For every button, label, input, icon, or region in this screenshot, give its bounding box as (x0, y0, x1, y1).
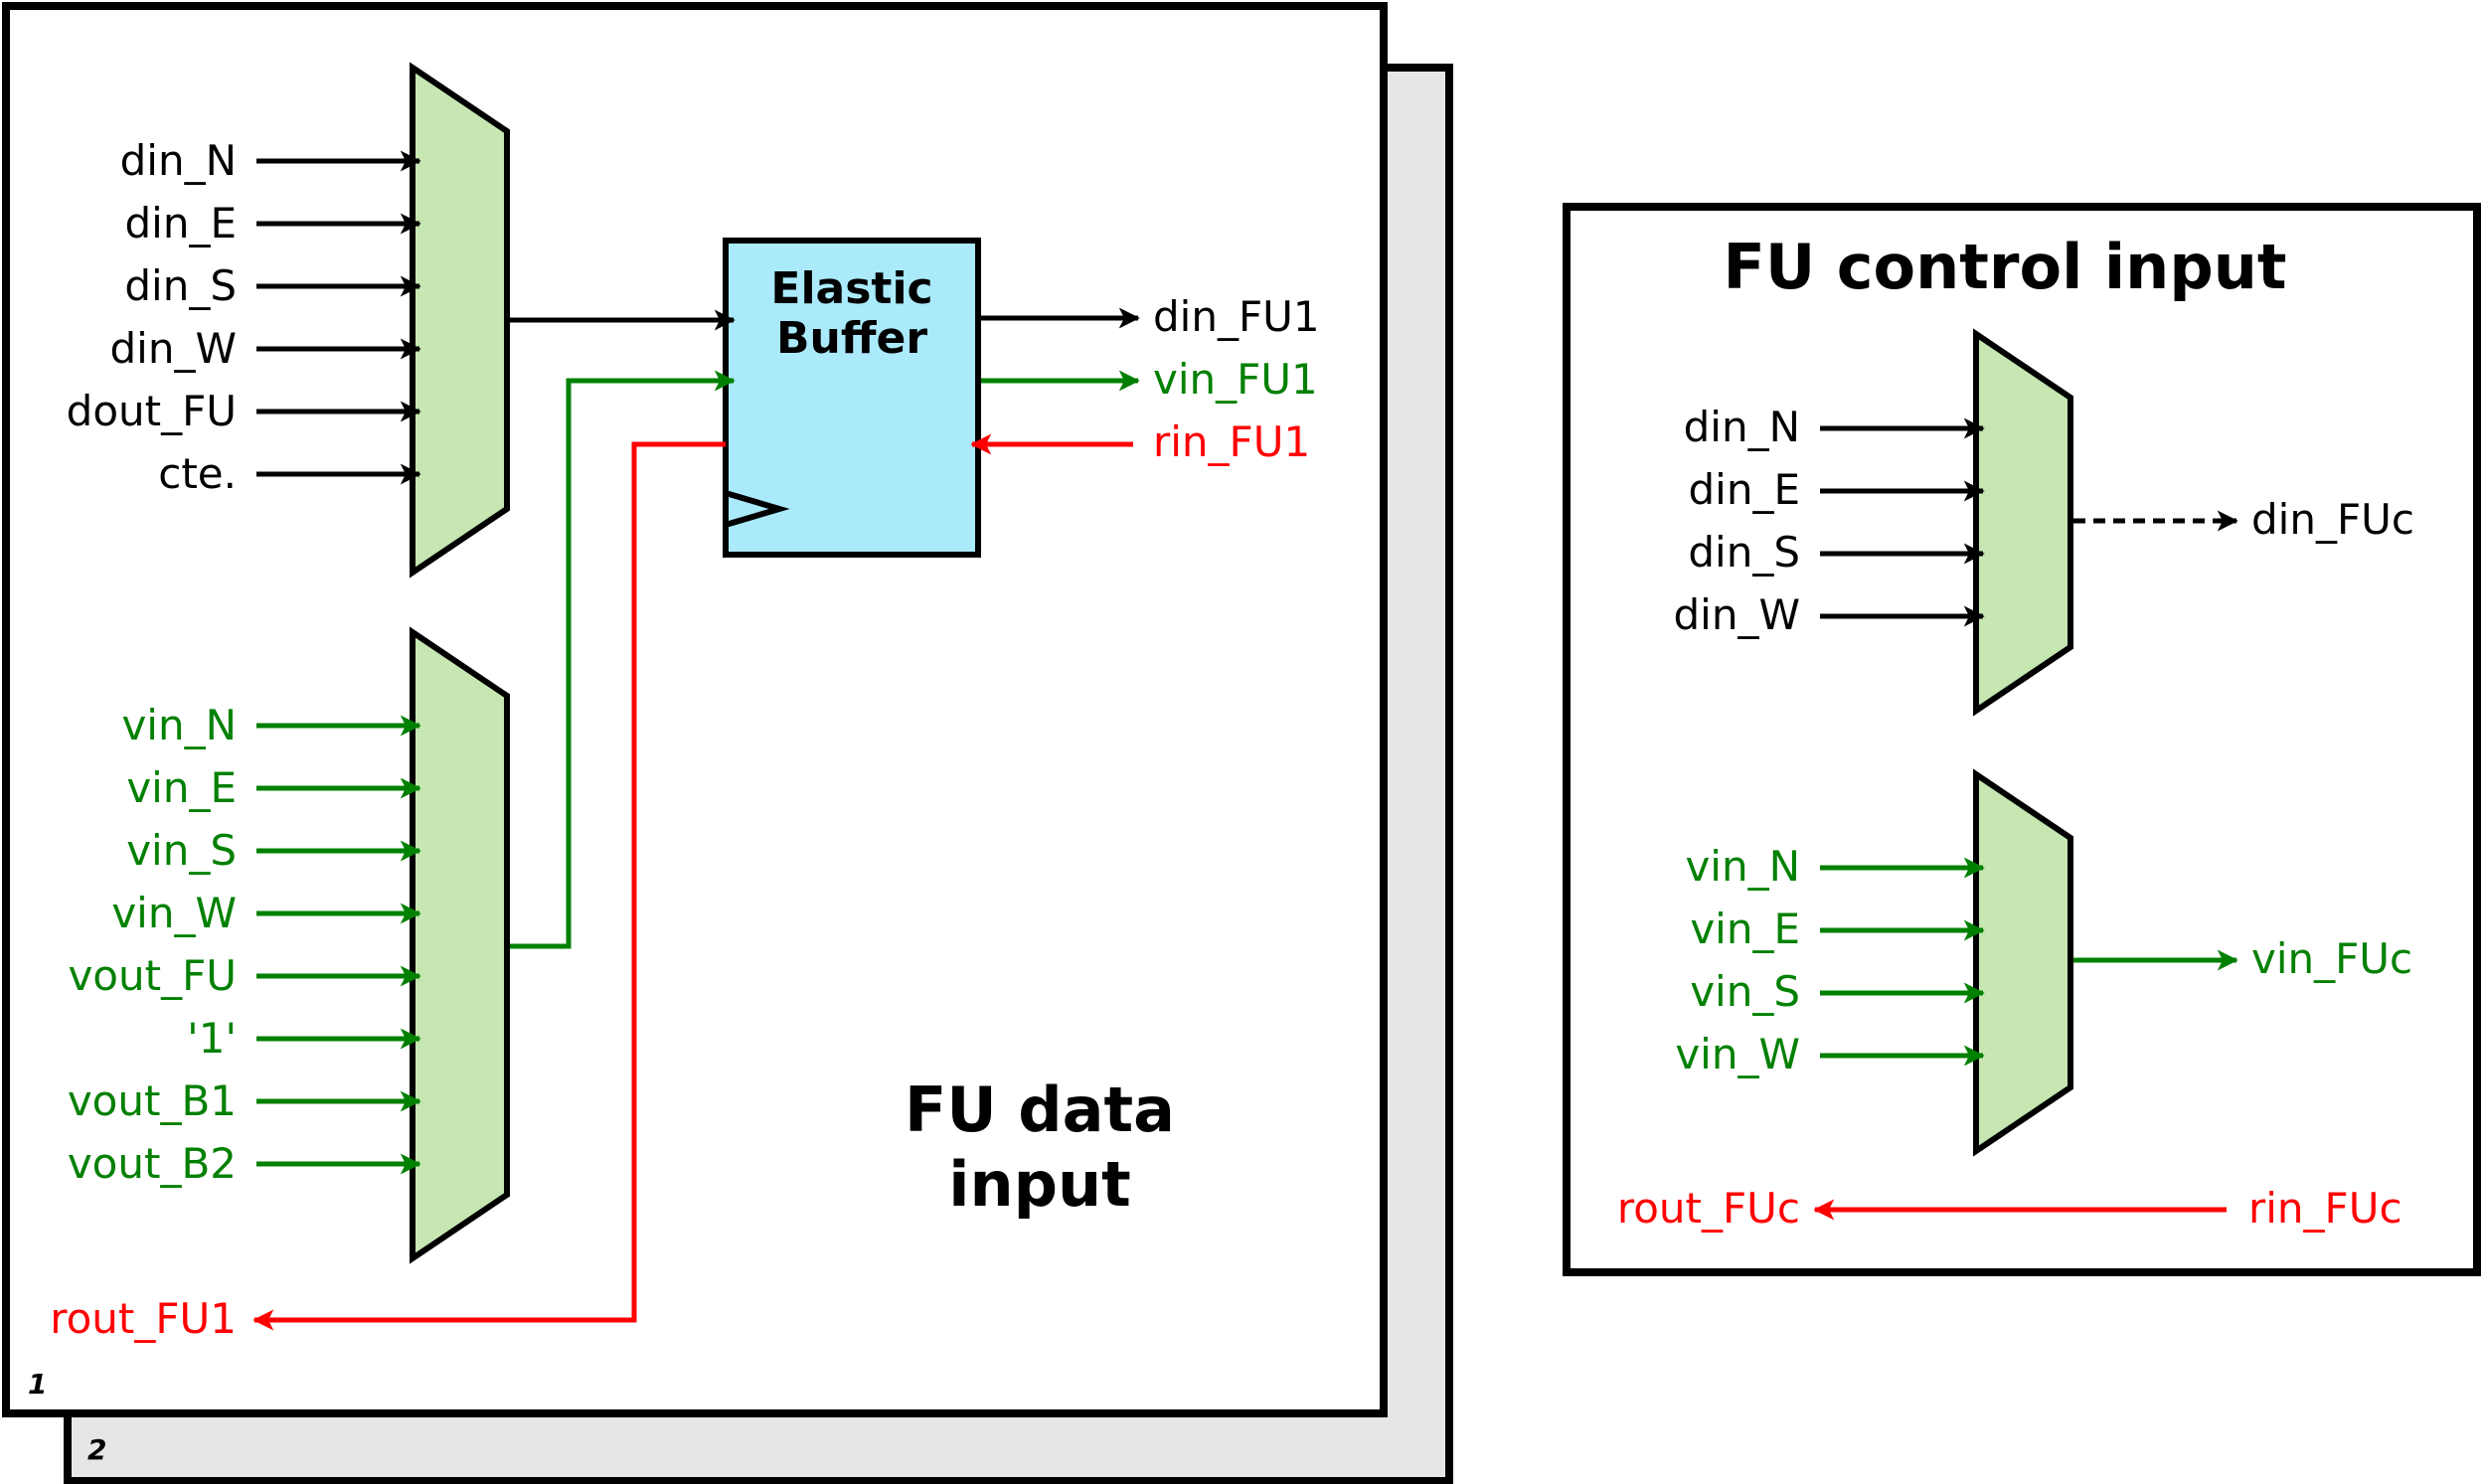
control-data-output-label: din_FUc (2251, 495, 2414, 544)
fu-data-input-title-line2: input (948, 1148, 1131, 1221)
valid-input-label: vout_B2 (68, 1139, 237, 1188)
elastic-buffer (723, 238, 981, 558)
ready-out-wire (252, 441, 726, 1331)
valid-input-label: vout_FU (68, 951, 237, 1000)
data-mux (410, 62, 510, 578)
fu-data-input-title-line1: FU data (905, 1073, 1175, 1146)
clock-triangle-icon (725, 490, 790, 528)
fu-data-input-block: 2 1 din_N din_E din_S din_W dout_FU cte. (2, 2, 1453, 1484)
data-input-label: din_W (110, 324, 237, 373)
fu-control-input-title: FU control input (1724, 231, 2287, 303)
front-page-number: 1 (28, 1368, 47, 1401)
data-input-label: dout_FU (67, 387, 237, 435)
control-data-mux (1973, 328, 2073, 717)
valid-mux (410, 626, 510, 1264)
control-valid-mux (1973, 768, 2073, 1157)
valid-output-label: vin_FU1 (1153, 355, 1318, 404)
valid-input-label: vin_N (121, 701, 237, 749)
valid-input-label: vin_E (126, 763, 237, 812)
control-ready-input-label: rin_FUc (2248, 1184, 2402, 1233)
valid-mux-to-buffer-wire (510, 370, 736, 949)
ready-output-label: rout_FU1 (50, 1294, 237, 1343)
data-mux-inputs: din_N din_E din_S din_W dout_FU cte. (67, 136, 421, 498)
control-data-input-label: din_N (1684, 403, 1800, 451)
data-input-label: din_N (120, 136, 237, 185)
elastic-buffer-label-line1: Elastic (770, 263, 932, 314)
control-data-input-label: din_S (1688, 528, 1800, 577)
valid-input-label: vin_S (126, 826, 237, 875)
control-valid-input-label: vin_W (1675, 1030, 1800, 1078)
control-data-input-label: din_E (1689, 465, 1801, 514)
fu-control-input-block: FU control input din_N din_E din_S din_W… (1563, 203, 2481, 1276)
control-valid-input-label: vin_E (1690, 905, 1800, 953)
data-input-label: din_S (124, 261, 237, 310)
valid-input-label: vin_W (111, 889, 237, 937)
valid-input-label: vout_B1 (68, 1076, 237, 1125)
elastic-buffer-label-line2: Buffer (776, 313, 927, 364)
data-input-label: din_E (125, 199, 238, 247)
control-data-mux-inputs: din_N din_E din_S din_W (1674, 403, 1985, 639)
front-page (2, 2, 1388, 1417)
back-page-number: 2 (87, 1433, 106, 1466)
ready-input-label: rin_FU1 (1153, 417, 1310, 466)
control-data-input-label: din_W (1674, 590, 1800, 639)
valid-input-label: '1' (187, 1014, 237, 1063)
control-valid-mux-inputs: vin_N vin_E vin_S vin_W (1675, 842, 1985, 1078)
control-valid-output-label: vin_FUc (2251, 934, 2412, 983)
data-output-label: din_FU1 (1153, 292, 1320, 341)
valid-mux-inputs: vin_N vin_E vin_S vin_W vout_FU '1' vout… (68, 701, 421, 1188)
control-ready-output-label: rout_FUc (1617, 1184, 1800, 1233)
control-valid-input-label: vin_S (1690, 967, 1800, 1016)
control-valid-input-label: vin_N (1685, 842, 1800, 891)
data-input-label: cte. (158, 449, 237, 498)
